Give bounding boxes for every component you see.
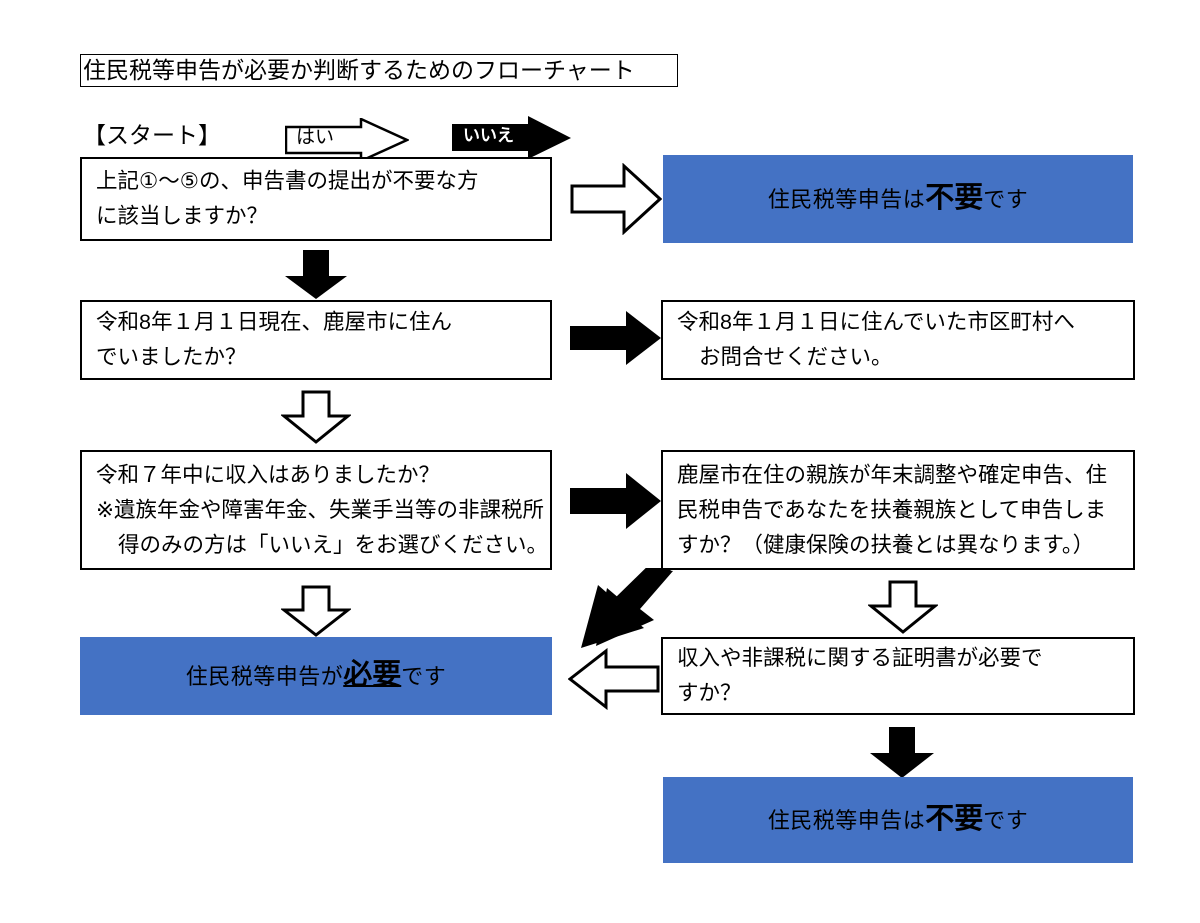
start-label: 【スタート】 [83,122,221,148]
r2-line-1: 令和8年１月１日に住んでいた市区町村へ [677,310,1075,334]
q5-line-2: すか？ [677,681,742,705]
q1-line-2: に該当しますか？ [96,204,269,228]
result-2-prefix: 住民税等申告は [767,808,926,833]
chart-title: 住民税等申告が必要か判断するためのフローチャート [80,54,678,87]
legend-no-arrow-icon [452,116,572,160]
question-box-q2[interactable]: 令和8年１月１日現在、鹿屋市に住ん でいましたか？ [80,300,552,380]
r2-line-2: お問合せください。 [699,345,893,369]
question-box-q1[interactable]: 上記①〜⑤の、申告書の提出が不要な方 に該当しますか？ [80,157,552,241]
q4-line-2: 民税申告であなたを扶養親族として申告しま [677,497,1107,522]
q3-line-3: 得のみの方は「いいえ」をお選びください。 [118,532,549,557]
result-box-unnecessary-2: 住民税等申告は不要です [663,777,1133,863]
chart-title-text: 住民税等申告が必要か判断するためのフローチャート [83,57,635,83]
edge-q4-to-q5-arrow-icon [868,580,938,634]
edge-q3-to-q4-arrow-icon [570,472,662,530]
result-necessary-text: 住民税等申告が必要です [185,659,447,691]
question-box-q3[interactable]: 令和７年中に収入はありましたか？ ※遺族年金や障害年金、失業手当等の非課税所 得… [80,450,552,570]
result-box-contact-other-city: 令和8年１月１日に住んでいた市区町村へ お問合せください。 [661,300,1135,380]
result-box-necessary: 住民税等申告が必要です [80,637,552,715]
question-box-q5[interactable]: 収入や非課税に関する証明書が必要で すか？ [661,637,1135,715]
result-2-emphasis: 不要 [925,803,984,835]
result-1-prefix: 住民税等申告は [767,187,926,212]
q4-line-3: すか？（健康保険の扶養とは異なります。） [677,532,1095,557]
edge-q1-to-r1-arrow-icon [570,163,662,235]
q3-line-2: ※遺族年金や障害年金、失業手当等の非課税所 [96,497,545,522]
q5-line-1: 収入や非課税に関する証明書が必要で [677,646,1043,670]
result-1-text: 住民税等申告は不要です [767,182,1029,214]
edge-q1-to-q2-arrow-icon [283,250,349,300]
legend-yes-label: はい [296,127,335,148]
legend-no-label: いいえ [463,126,514,145]
legend-yes-arrow-icon [285,118,409,162]
edge-q2-to-r2-arrow-icon [570,310,662,366]
result-2-suffix: です [983,808,1029,833]
edge-q5-to-r4-arrow-icon [868,727,936,779]
question-box-q4[interactable]: 鹿屋市在住の親族が年末調整や確定申告、住 民税申告であなたを扶養親族として申告し… [661,450,1135,570]
result-box-unnecessary-1: 住民税等申告は不要です [663,155,1133,243]
q4-line-1: 鹿屋市在住の親族が年末調整や確定申告、住 [677,462,1108,487]
result-2-text: 住民税等申告は不要です [767,803,1029,835]
edge-q2-to-q3-arrow-icon [281,390,351,444]
q2-line-1: 令和8年１月１日現在、鹿屋市に住ん [96,310,452,334]
edge-q3-to-r3-arrow-icon [281,585,351,637]
edge-q4-to-r3-arrow-icon [565,568,675,650]
result-necessary-emphasis: 必要 [343,659,402,691]
result-necessary-prefix: 住民税等申告が [185,664,344,689]
edge-q5-to-r3-arrow-icon [568,648,660,710]
result-1-suffix: です [983,187,1029,212]
q1-line-1: 上記①〜⑤の、申告書の提出が不要な方 [96,169,479,193]
result-1-emphasis: 不要 [925,182,984,214]
q3-line-1: 令和７年中に収入はありましたか？ [96,462,441,487]
q2-line-2: でいましたか？ [96,345,247,369]
result-necessary-suffix: です [401,664,447,689]
